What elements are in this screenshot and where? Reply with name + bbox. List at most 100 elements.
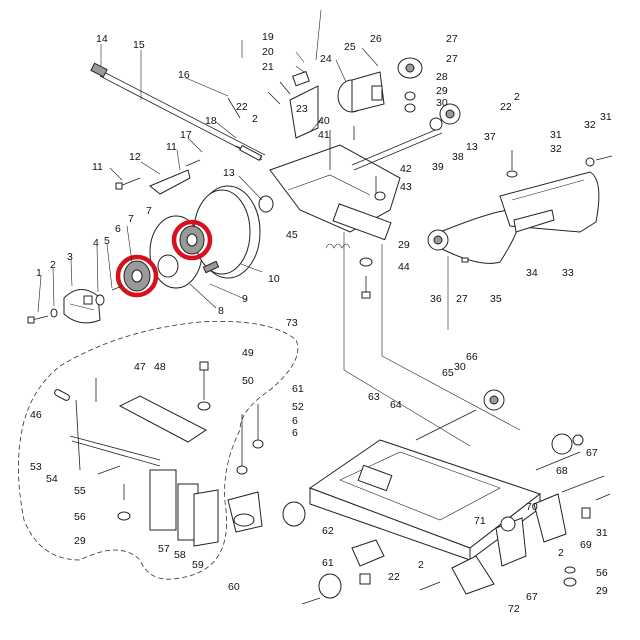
label-22d: 22 [388,571,400,583]
label-2b: 2 [252,113,258,125]
label-18: 18 [205,115,217,127]
label-28: 28 [436,71,448,83]
label-33: 33 [562,267,574,279]
label-50: 50 [242,375,254,387]
label-72: 72 [508,603,520,615]
label-31a: 31 [550,129,562,141]
label-29b: 29 [398,239,410,251]
label-13a: 13 [223,167,235,179]
label-62: 62 [322,525,334,537]
label-44: 44 [398,261,410,273]
label-48: 48 [154,361,166,373]
label-27c: 27 [456,293,468,305]
label-16: 16 [178,69,190,81]
label-20: 20 [262,46,274,58]
label-47: 47 [134,361,146,373]
label-23: 23 [296,103,308,115]
label-67b: 67 [526,591,538,603]
label-45: 45 [286,229,298,241]
label-4: 4 [93,237,99,249]
label-2d: 2 [418,559,424,571]
label-52: 52 [292,401,304,413]
label-6b: 6 [292,427,298,439]
label-27a: 27 [446,33,458,45]
label-14: 14 [96,33,108,45]
label-30b: 30 [454,361,466,373]
alignment-lines [343,232,521,447]
bracket-frame [267,57,461,299]
label-46: 46 [30,409,42,421]
label-31b: 31 [600,111,612,123]
label-8: 8 [218,305,224,317]
label-29d: 29 [596,585,608,597]
label-68: 68 [556,465,568,477]
label-38: 38 [452,151,464,163]
label-11b: 11 [166,141,177,153]
label-29c: 29 [74,535,86,547]
label-58: 58 [174,549,186,561]
label-69: 69 [580,539,592,551]
label-15: 15 [133,39,145,51]
label-19: 19 [262,31,274,43]
label-13b: 13 [466,141,478,153]
label-60: 60 [228,581,240,593]
leader-lines [37,9,379,313]
label-11a: 11 [92,161,103,173]
label-66: 66 [466,351,478,363]
label-17: 17 [180,129,192,141]
label-49: 49 [242,347,254,359]
label-25: 25 [344,41,356,53]
label-12: 12 [129,151,141,163]
label-29a: 29 [436,85,448,97]
label-63: 63 [368,391,380,403]
label-71: 71 [474,515,486,527]
label-27b: 27 [446,53,458,65]
label-30a: 30 [436,97,448,109]
label-59: 59 [192,559,204,571]
label-39: 39 [432,161,444,173]
spindle-assembly [27,62,274,324]
label-61b: 61 [322,557,334,569]
label-53: 53 [30,461,42,473]
label-7b: 7 [146,205,152,217]
label-2e: 2 [558,547,564,559]
label-54: 54 [46,473,58,485]
label-41: 41 [318,129,330,141]
label-22c: 22 [500,101,512,113]
label-7: 7 [128,213,134,225]
label-3: 3 [67,251,73,263]
label-9: 9 [242,293,248,305]
label-1: 1 [36,267,42,279]
label-5: 5 [104,235,110,247]
label-43: 43 [400,181,412,193]
label-56a: 56 [74,511,86,523]
highlight-circle-upper [171,219,213,261]
label-35: 35 [490,293,502,305]
label-10: 10 [268,273,280,285]
label-37: 37 [484,131,496,143]
label-21: 21 [262,61,274,73]
highlight-circle-lower [115,254,159,298]
part-labels: 1 2 3 4 5 6 7 7 8 9 10 11 11 12 13 14 15… [30,31,612,615]
label-2c: 2 [514,91,520,103]
label-42: 42 [400,163,412,175]
inset-group [18,321,299,580]
belt-drive [427,150,613,264]
label-64: 64 [390,399,402,411]
label-70: 70 [526,501,538,513]
label-34: 34 [526,267,538,279]
label-31c: 31 [596,527,608,539]
label-32b: 32 [584,119,596,131]
label-57: 57 [158,543,170,555]
label-56b: 56 [596,567,608,579]
label-6a: 6 [292,415,298,427]
label-55: 55 [74,485,86,497]
label-6: 6 [115,223,121,235]
label-24: 24 [320,53,332,65]
label-2: 2 [50,259,56,271]
base-table [282,389,611,605]
label-61a: 61 [292,383,304,395]
label-36: 36 [430,293,442,305]
label-67a: 67 [586,447,598,459]
label-65: 65 [442,367,454,379]
